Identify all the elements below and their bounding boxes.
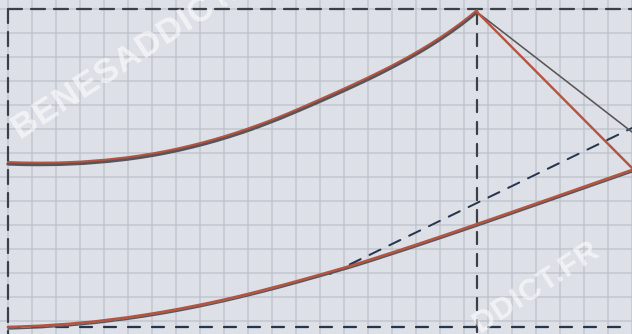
lower-curve-grey-line <box>7 171 632 330</box>
right-edge-outer-line <box>476 11 632 133</box>
right-edge-red-line <box>475 10 632 170</box>
lower-curve-red-line <box>6 168 632 329</box>
upper-curve-red-line <box>7 9 478 164</box>
upper-curve-grey-line <box>6 10 479 167</box>
dashed-diagonal-guide <box>329 127 632 275</box>
